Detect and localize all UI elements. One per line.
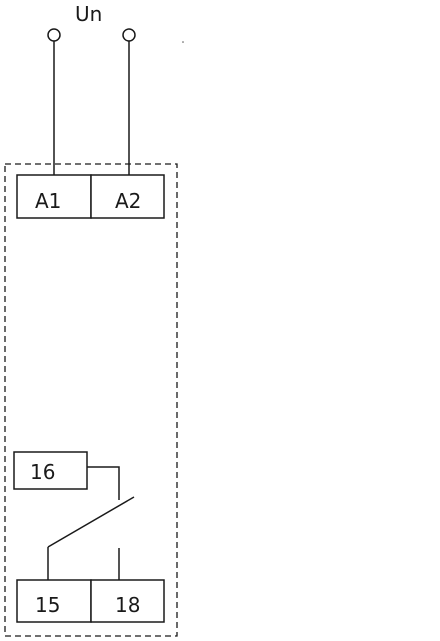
terminal-15-box <box>16 579 92 623</box>
stray-dot <box>182 41 184 43</box>
supply-terminal-left <box>47 28 61 42</box>
switch-blade <box>47 496 135 548</box>
terminal-18-box <box>90 579 165 623</box>
terminal-16-box <box>13 451 88 490</box>
terminal-16-block: 16 <box>13 451 88 490</box>
supply-voltage-label: Un <box>75 2 102 26</box>
terminal-a1-label: A1 <box>35 189 61 213</box>
nc-contact-wire <box>87 466 120 500</box>
terminal-15-label: 15 <box>35 593 60 617</box>
terminal-16-label: 16 <box>30 460 55 484</box>
supply-terminal-right <box>122 28 136 42</box>
coil-terminal-block: A1 A2 <box>16 174 165 219</box>
contact-terminal-block: 15 18 <box>16 579 165 623</box>
device-enclosure <box>4 163 178 637</box>
terminal-a2-box <box>90 174 165 219</box>
terminal-18-label: 18 <box>115 593 140 617</box>
terminal-a2-label: A2 <box>115 189 141 213</box>
